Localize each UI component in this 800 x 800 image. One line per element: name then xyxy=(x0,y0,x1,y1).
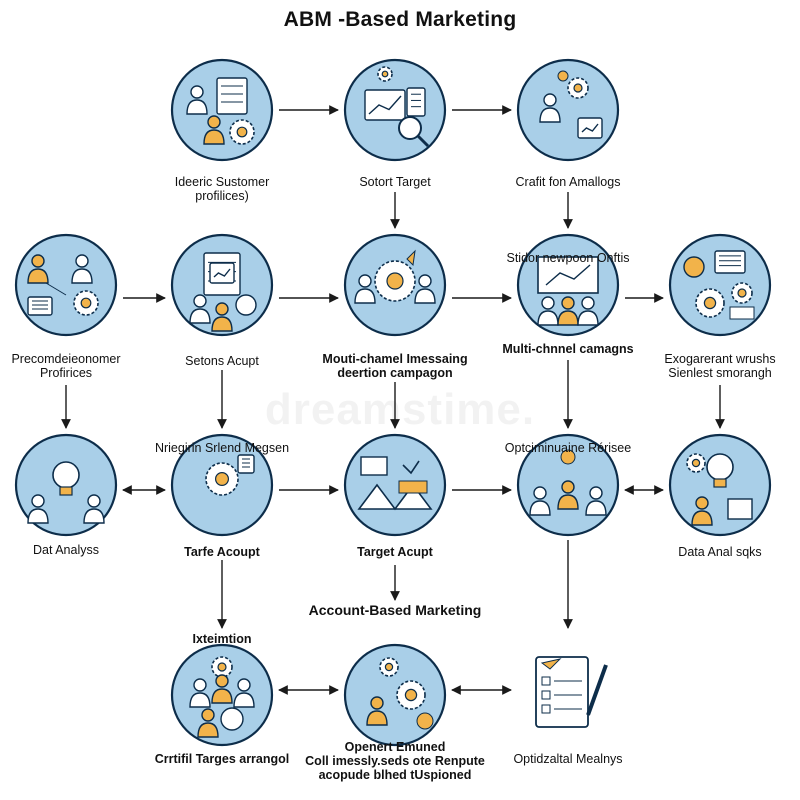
diagram-node xyxy=(343,233,447,337)
node-label: Optidzaltal Mealnys xyxy=(513,752,623,766)
diagram-node xyxy=(343,643,447,747)
node-label: Sotort Target xyxy=(359,175,431,189)
diagram-node xyxy=(14,233,118,337)
node-label: Setons Acupt xyxy=(185,354,259,368)
clipboard-checklist-icon xyxy=(535,656,608,728)
node-top-label: Ixteimtion xyxy=(192,632,252,646)
person-strategy-icon xyxy=(539,70,603,139)
node-label: Crrtifil Targes arrangol xyxy=(154,752,290,766)
diagram-node xyxy=(170,643,274,747)
node-label: Ideeric Sustomer profilices) xyxy=(174,175,270,203)
diagram-node xyxy=(516,233,620,337)
node-label: Exogarerant wrushs Sienlest smorangh xyxy=(664,352,776,380)
team-gear-icon xyxy=(354,249,436,304)
group-gear-icon xyxy=(189,656,255,738)
node-label: Mouti-chamel Imessaing deertion campagon xyxy=(322,352,468,380)
node-top-label: Stidor newpoon Onftis xyxy=(506,251,630,265)
ideas-gears-icon xyxy=(683,250,755,320)
node-label: Multi-chnnel camagns xyxy=(502,342,634,356)
node-label: Tarfe Acoupt xyxy=(184,545,260,559)
diagram-node xyxy=(516,433,620,537)
document-chart-icon xyxy=(189,252,257,332)
network-profiles-icon xyxy=(27,254,99,316)
hands-gear-icon xyxy=(205,454,255,496)
node-layer xyxy=(14,58,772,747)
presentation-board-icon xyxy=(537,256,599,326)
lightbulb-people-icon xyxy=(27,461,105,524)
diagram-node xyxy=(14,433,118,537)
bulb-gears-people-icon xyxy=(686,453,753,526)
diagram-node xyxy=(343,433,447,537)
diagram-node xyxy=(170,233,274,337)
diagram-node xyxy=(170,58,274,162)
node-label: Openert Emuned Coll imessly.seds ote Ren… xyxy=(305,740,485,782)
node-label: Data Anal sqks xyxy=(678,545,762,559)
node-circle xyxy=(343,643,447,747)
node-top-label: Nriegirin Srlend Megsen xyxy=(154,441,290,455)
diagram-node xyxy=(516,58,620,162)
node-label: Dat Analyss xyxy=(32,543,99,557)
node-label: Crafit fon Amallogs xyxy=(515,175,621,189)
chart-magnifier-icon xyxy=(364,66,430,148)
node-label: Target Acupt xyxy=(357,545,433,559)
node-label: Precomdeieonomer Profirices xyxy=(11,352,121,380)
person-gears-icon xyxy=(366,657,434,730)
diagram-node xyxy=(668,233,772,337)
node-circle xyxy=(14,233,118,337)
diagram-node xyxy=(535,656,608,728)
center-caption: Account-Based Marketing xyxy=(308,602,482,618)
diagram-node xyxy=(343,58,447,162)
diagram-node xyxy=(668,433,772,537)
page-title: ABM -Based Marketing xyxy=(283,8,517,31)
connector-layer xyxy=(61,105,725,695)
node-top-label: Optciminuaine Rérisee xyxy=(504,441,632,455)
diagram-node xyxy=(170,433,274,537)
mountain-chart-icon xyxy=(357,456,433,511)
node-circle xyxy=(343,433,447,537)
node-circle xyxy=(668,233,772,337)
team-idea-icon xyxy=(529,449,607,516)
profile-gear-icon xyxy=(186,77,255,145)
